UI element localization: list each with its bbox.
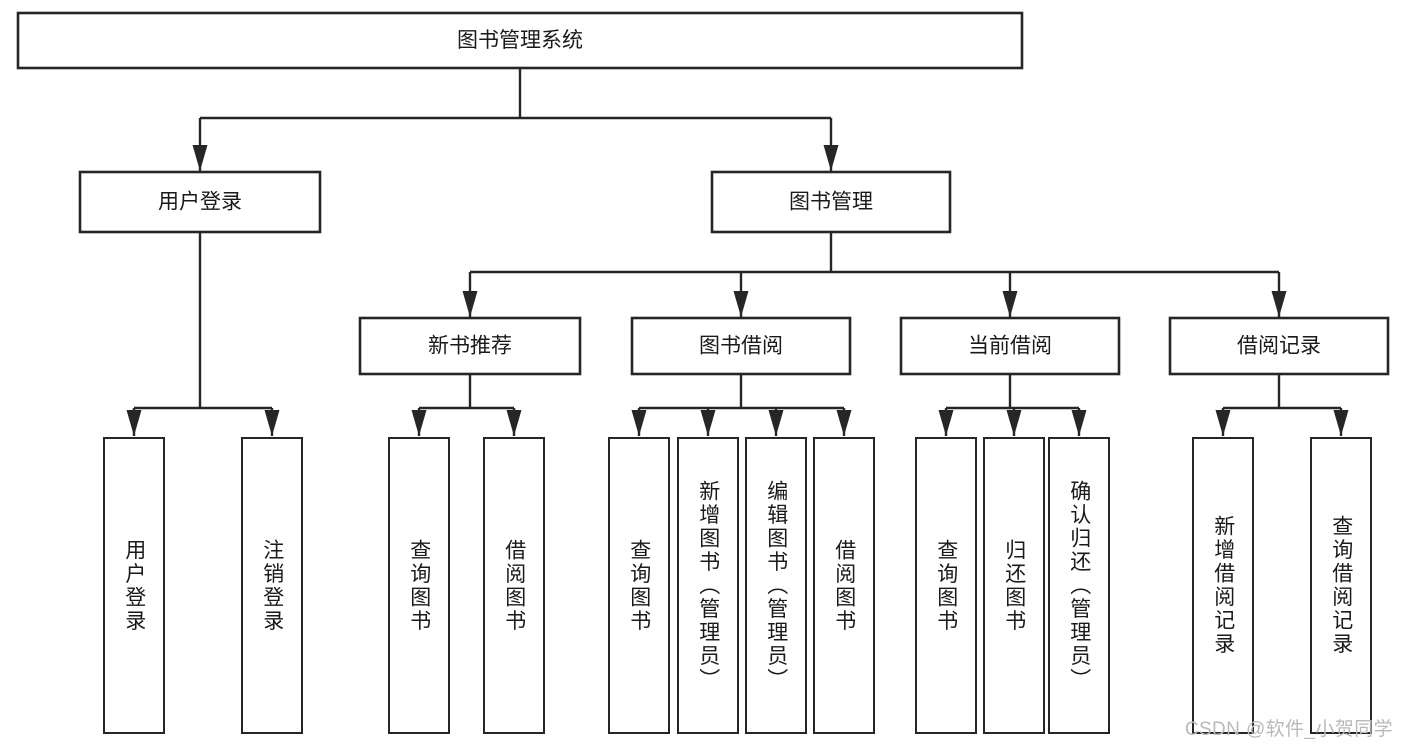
arrow-head-icon [938,410,954,436]
arrow-head-icon [462,291,478,317]
node-level2-2[interactable]: 当前借阅 [899,316,1121,376]
node-level1-1-rect [710,170,952,234]
node-root[interactable]: 图书管理系统 [16,11,1024,70]
arrow-head-icon [264,410,280,436]
node-leaf-0-label: 用户登录 [122,538,146,633]
node-level2-2-label: 当前借阅 [968,335,1052,358]
node-leaf-7[interactable]: 借阅图书 [813,437,875,734]
node-leaf-5[interactable]: 新增图书（管理员） [677,437,739,734]
node-leaf-6[interactable]: 编辑图书（管理员） [745,437,807,734]
node-level2-0[interactable]: 新书推荐 [358,316,582,376]
node-leaf-12-label: 查询借阅记录 [1329,515,1353,656]
arrow-head-icon [192,145,208,171]
node-leaf-5-label: 新增图书（管理员） [696,479,720,692]
arrow-head-icon [836,410,852,436]
node-leaf-1[interactable]: 注销登录 [241,437,303,734]
node-level1-0-label: 用户登录 [158,191,242,214]
node-leaf-0[interactable]: 用户登录 [103,437,165,734]
node-leaf-10-label: 确认归还（管理员） [1067,479,1091,692]
arrow-head-icon [733,291,749,317]
arrow-head-icon [823,145,839,171]
arrow-head-icon [700,410,716,436]
node-leaf-7-label: 借阅图书 [832,538,856,633]
node-level2-3-label: 借阅记录 [1237,335,1321,358]
node-level1-0[interactable]: 用户登录 [78,170,322,234]
arrow-head-icon [1271,291,1287,317]
arrow-head-icon [411,410,427,436]
arrow-head-icon [1215,410,1231,436]
arrow-head-icon [631,410,647,436]
node-level1-0-rect [78,170,322,234]
arrow-head-icon [1002,291,1018,317]
node-leaf-2[interactable]: 查询图书 [388,437,450,734]
node-leaf-9[interactable]: 归还图书 [983,437,1045,734]
arrow-head-icon [1006,410,1022,436]
node-leaf-12[interactable]: 查询借阅记录 [1310,437,1372,734]
node-leaf-11-label: 新增借阅记录 [1211,515,1235,656]
node-level2-1-label: 图书借阅 [699,335,783,358]
node-leaf-11[interactable]: 新增借阅记录 [1192,437,1254,734]
node-level2-1[interactable]: 图书借阅 [630,316,852,376]
node-root-label: 图书管理系统 [457,29,583,52]
node-leaf-8-label: 查询图书 [934,538,958,633]
node-leaf-4-label: 查询图书 [627,538,651,633]
node-level2-0-label: 新书推荐 [428,335,512,358]
node-level1-1[interactable]: 图书管理 [710,170,952,234]
node-leaf-6-label: 编辑图书（管理员） [764,479,788,692]
watermark-text: CSDN @软件_小贺同学 [1184,719,1393,740]
node-level2-1-rect [630,316,852,376]
node-root-rect [16,11,1024,70]
node-level2-3[interactable]: 借阅记录 [1168,316,1390,376]
arrow-head-icon [126,410,142,436]
node-leaf-9-label: 归还图书 [1002,538,1026,633]
node-leaf-3-label: 借阅图书 [502,538,526,633]
arrow-head-icon [1071,410,1087,436]
node-level2-2-rect [899,316,1121,376]
connector-lines [126,68,1349,436]
arrow-head-icon [768,410,784,436]
arrow-head-icon [506,410,522,436]
node-level2-0-rect [358,316,582,376]
node-leaf-8[interactable]: 查询图书 [915,437,977,734]
node-level1-1-label: 图书管理 [789,191,873,214]
node-level2-3-rect [1168,316,1390,376]
arrow-head-icon [1333,410,1349,436]
node-leaf-2-label: 查询图书 [407,538,431,633]
node-leaf-10[interactable]: 确认归还（管理员） [1048,437,1110,734]
node-leaf-1-label: 注销登录 [260,538,284,633]
node-leaf-4[interactable]: 查询图书 [608,437,670,734]
node-leaf-3[interactable]: 借阅图书 [483,437,545,734]
